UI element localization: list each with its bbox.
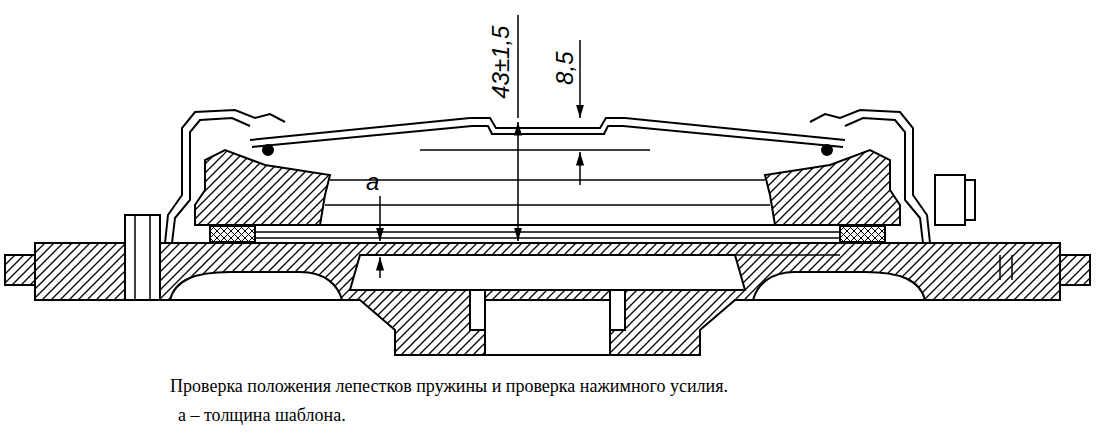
clutch-cover <box>965 180 975 220</box>
dimension-lines <box>380 15 580 278</box>
pressure-plate <box>330 179 765 181</box>
flywheel <box>170 272 342 300</box>
flywheel <box>999 255 1001 280</box>
flywheel <box>1011 255 1013 280</box>
dimension-lines <box>579 152 581 185</box>
pressure-plate <box>765 150 900 225</box>
flywheel <box>350 255 745 290</box>
clutch-cover <box>810 110 930 243</box>
pressure-plate <box>195 224 900 226</box>
caption-note: а – толщина шаблона. <box>178 406 346 426</box>
pressure-plate <box>195 150 330 225</box>
diaphragm-spring <box>263 145 273 155</box>
clutch-cover <box>134 215 136 300</box>
dimension-lines <box>517 122 519 241</box>
clutch-disk <box>210 226 885 255</box>
flywheel <box>5 243 1090 355</box>
clutch-disk <box>255 237 840 239</box>
clutch-cover <box>149 215 151 300</box>
flywheel <box>1060 255 1090 285</box>
dimension-lines <box>379 196 381 241</box>
diaphragm-spring <box>420 149 650 151</box>
diaphragm-spring <box>250 118 845 140</box>
dimension-value: 43±1,5 <box>489 25 515 98</box>
clutch-cover <box>935 175 965 225</box>
pressure-plate <box>325 204 770 206</box>
clutch-cover <box>845 118 923 243</box>
dimension-symbol: a <box>366 169 379 195</box>
clutch-cover <box>125 215 160 300</box>
clutch-disk <box>210 226 255 242</box>
figure-caption: Проверка положения лепестков пружины и п… <box>170 377 728 397</box>
pressure-plate <box>195 150 900 225</box>
clutch-disk <box>255 231 840 233</box>
flywheel <box>485 300 610 355</box>
clutch-cover <box>125 110 975 300</box>
clutch-cover <box>165 110 285 243</box>
flywheel <box>753 272 925 300</box>
clutch-disk <box>840 226 885 242</box>
diaphragm-spring <box>822 145 832 155</box>
dimension-lines <box>517 15 519 118</box>
flywheel <box>5 255 35 285</box>
diaphragm-spring <box>250 118 845 155</box>
dimension-value: 8,5 <box>553 51 579 84</box>
flywheel <box>610 290 625 330</box>
flywheel <box>470 290 485 330</box>
flywheel <box>35 243 1060 355</box>
clutch-disk <box>370 254 840 256</box>
dimension-lines <box>579 40 581 118</box>
diaphragm-spring <box>252 126 843 147</box>
dimension-lines <box>379 257 381 278</box>
clutch-cover <box>172 118 250 243</box>
